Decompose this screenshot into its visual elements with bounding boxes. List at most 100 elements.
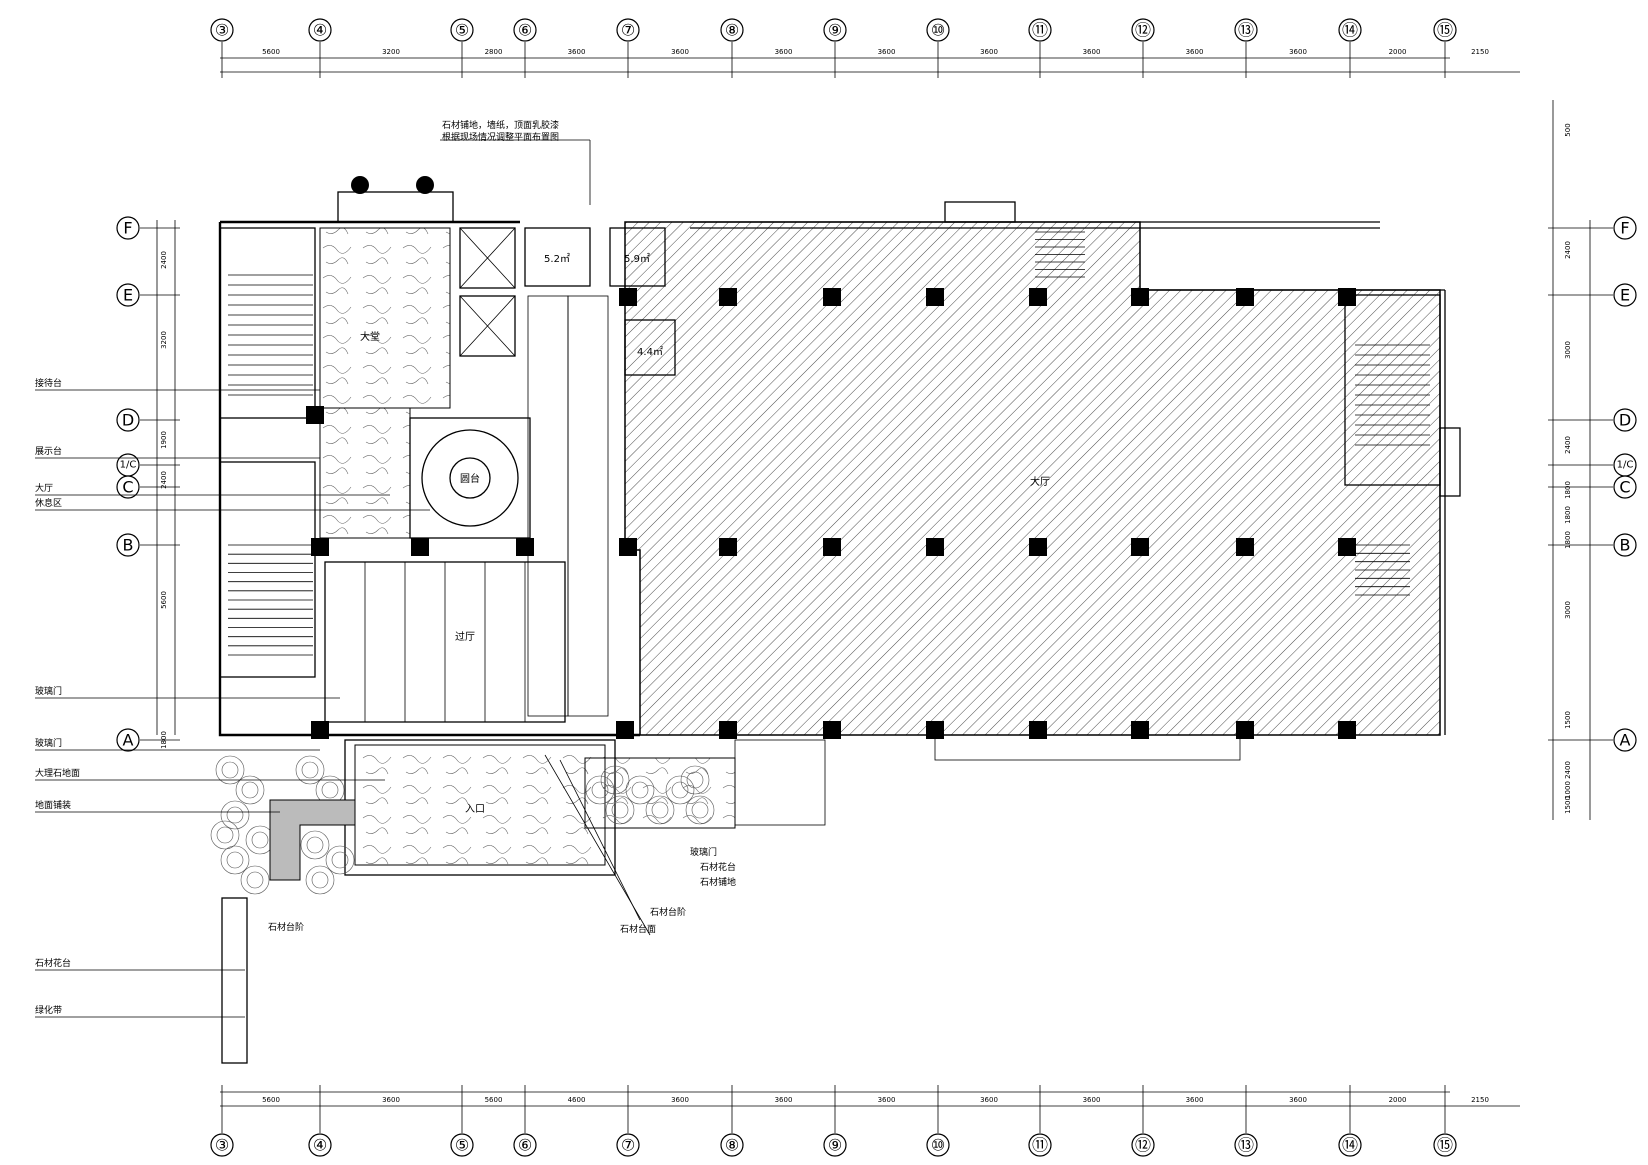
dimension-value: 3600 xyxy=(1289,1096,1307,1104)
grid-bubble-col: ⑦ xyxy=(616,18,640,42)
grid-bubble-col: ⑧ xyxy=(720,18,744,42)
dimension-value: 3600 xyxy=(980,1096,998,1104)
grid-bubble-col: ⑫ xyxy=(1131,1133,1155,1157)
dimension-value: 3600 xyxy=(1083,48,1101,56)
grid-bubble-label: E xyxy=(1620,286,1630,305)
grid-bubble-row: F xyxy=(116,216,140,240)
callout-bottom-3: 玻璃门 xyxy=(690,846,717,858)
callout-bottom-1: 石材台阶 xyxy=(650,906,686,918)
office-area: 4.4㎡ xyxy=(637,346,663,358)
entrance-plaza: 入口 xyxy=(344,739,826,876)
structural-column xyxy=(311,538,329,556)
dimension-value: 5600 xyxy=(160,591,168,609)
grid-bubble-label: ⑦ xyxy=(621,1136,635,1155)
structural-column xyxy=(1236,538,1254,556)
callout-left-3: 大厅 xyxy=(35,482,53,494)
side-bench xyxy=(221,897,248,1064)
dimension-value: 3600 xyxy=(1186,1096,1204,1104)
grid-bubble-col: ⑬ xyxy=(1234,18,1258,42)
structural-column xyxy=(1338,538,1356,556)
grid-bubble-col: ⑥ xyxy=(513,18,537,42)
callout-left-1: 接待台 xyxy=(35,377,62,389)
dimension-value: 3600 xyxy=(1289,48,1307,56)
callout-left-7: 大理石地面 xyxy=(35,767,80,779)
grid-bubble-row: D xyxy=(116,408,140,432)
dimension-value: 1800 xyxy=(1564,531,1572,549)
room-b-area: 5.9㎡ xyxy=(624,253,650,265)
structural-column xyxy=(926,721,944,739)
dimension-value: 3600 xyxy=(671,48,689,56)
west-hall-label: 过厅 xyxy=(455,630,475,643)
dimension-value: 2150 xyxy=(1471,1096,1489,1104)
grid-bubble-label: F xyxy=(123,219,132,238)
grid-bubble-col: ⑩ xyxy=(926,18,950,42)
grid-bubble-row: D xyxy=(1613,408,1637,432)
grid-bubble-col: ⑭ xyxy=(1338,1133,1362,1157)
structural-column xyxy=(1131,721,1149,739)
structural-column xyxy=(1131,538,1149,556)
structural-column xyxy=(1338,721,1356,739)
grid-bubble-label: ⑬ xyxy=(1238,21,1254,40)
landscape-planting xyxy=(210,755,715,895)
stair-left-upper xyxy=(219,227,316,419)
grid-bubble-label: ⑫ xyxy=(1135,21,1151,40)
shrub xyxy=(220,845,250,875)
shrub xyxy=(625,775,655,805)
dimension-value: 2150 xyxy=(1471,48,1489,56)
corridor-tiles xyxy=(527,295,609,717)
grid-bubble-label: ⑥ xyxy=(518,21,532,40)
grid-bubble-row: 1/C xyxy=(116,453,140,477)
dimension-value: 3200 xyxy=(160,331,168,349)
grid-bubble-label: A xyxy=(1620,731,1631,750)
grid-bubble-label: ⑨ xyxy=(828,1136,842,1155)
structural-column xyxy=(926,288,944,306)
dimension-value: 2400 xyxy=(160,251,168,269)
structural-column xyxy=(719,538,737,556)
grid-bubble-label: D xyxy=(1619,411,1631,430)
structural-column xyxy=(823,538,841,556)
grid-bubble-label: C xyxy=(122,478,133,497)
callout-bottom-4: 石材花台 xyxy=(700,861,736,873)
grid-bubble-label: ⑪ xyxy=(1032,1136,1048,1155)
dimension-value: 3000 xyxy=(1564,341,1572,359)
dimension-value: 3600 xyxy=(878,48,896,56)
grid-bubble-label: ⑪ xyxy=(1032,21,1048,40)
dimension-value: 3600 xyxy=(671,1096,689,1104)
callout-bottom-2: 石材台面 xyxy=(620,923,656,935)
grid-bubble-label: ⑩ xyxy=(931,21,945,40)
grid-bubble-col: ④ xyxy=(308,18,332,42)
dimension-value: 4600 xyxy=(568,1096,586,1104)
structural-column xyxy=(823,721,841,739)
shrub xyxy=(215,755,245,785)
structural-column xyxy=(616,721,634,739)
dimension-value: 3600 xyxy=(775,1096,793,1104)
grid-bubble-col: ⑬ xyxy=(1234,1133,1258,1157)
grid-bubble-col: ⑨ xyxy=(823,1133,847,1157)
callout-left-5: 玻璃门 xyxy=(35,685,62,697)
grid-bubble-col: ⑪ xyxy=(1028,18,1052,42)
structural-column xyxy=(719,721,737,739)
dimension-value: 3200 xyxy=(382,48,400,56)
callout-bottom-6: 石材台阶 xyxy=(268,921,304,933)
grid-bubble-label: B xyxy=(1620,536,1631,555)
grid-bubble-col: ⑧ xyxy=(720,1133,744,1157)
top-planter xyxy=(337,176,454,223)
grid-bubble-row: B xyxy=(116,533,140,557)
grid-bubble-label: ⑮ xyxy=(1437,21,1453,40)
grid-bubble-label: ④ xyxy=(313,21,327,40)
structural-column xyxy=(926,538,944,556)
grid-bubble-label: C xyxy=(1619,478,1630,497)
structural-columns xyxy=(306,288,1356,739)
callout-leaders xyxy=(35,139,651,1018)
grid-bubble-label: ⑮ xyxy=(1437,1136,1453,1155)
structural-column xyxy=(1029,538,1047,556)
callout-left-10: 绿化带 xyxy=(35,1004,62,1016)
callout-top-2: 根据现场情况调整平面布置图 xyxy=(442,131,559,143)
grid-bubble-col: ⑮ xyxy=(1433,1133,1457,1157)
shrub xyxy=(220,800,250,830)
grid-bubble-col: ⑩ xyxy=(926,1133,950,1157)
stair-right-lower xyxy=(1355,544,1410,596)
grid-bubble-label: ⑧ xyxy=(725,21,739,40)
grid-bubble-label: ⑭ xyxy=(1342,1136,1358,1155)
